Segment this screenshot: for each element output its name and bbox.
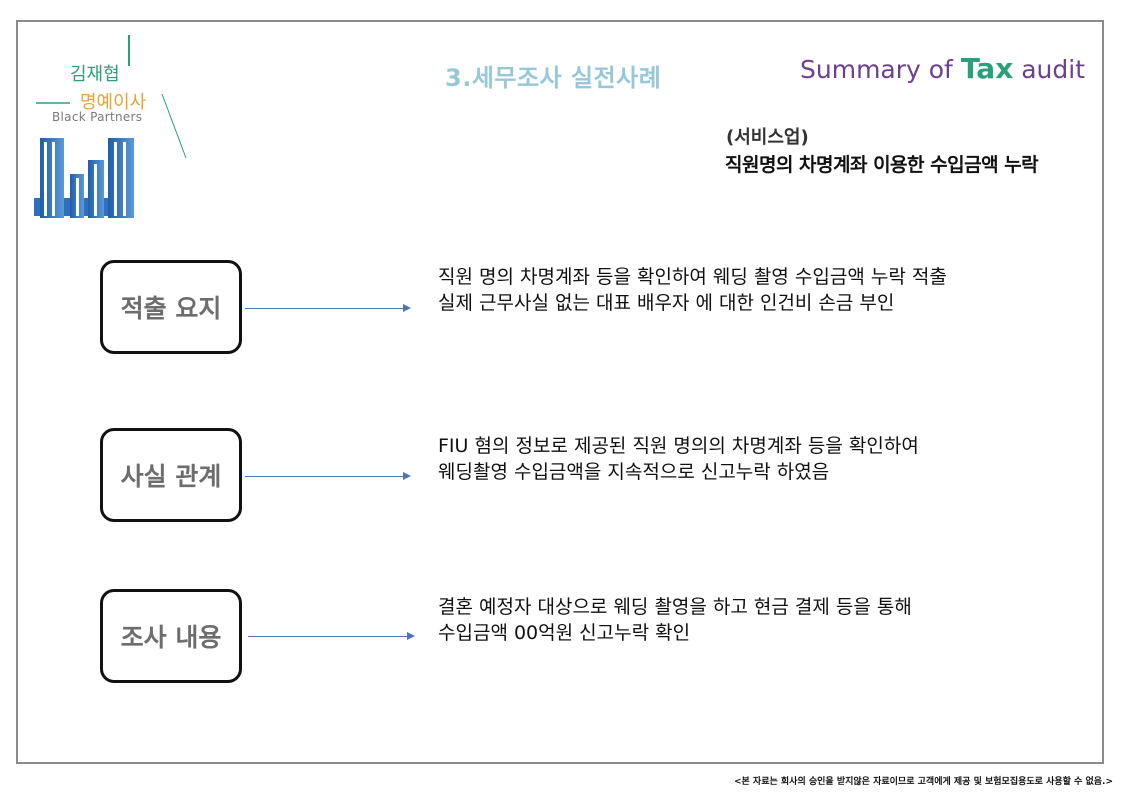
arrow-head-icon — [403, 304, 411, 312]
arrow-right-icon — [245, 476, 403, 477]
logo-company-name: Black Partners — [52, 110, 143, 124]
desc-line: 수입금액 00억원 신고누락 확인 — [438, 622, 691, 644]
building-logo-icon — [34, 35, 187, 218]
desc-findings: 직원 명의 차명계좌 등을 확인하여 웨딩 촬영 수입금액 누락 적출 실제 근… — [438, 264, 947, 316]
label-box-findings: 적출 요지 — [100, 260, 242, 354]
case-category: (서비스업) — [726, 127, 809, 148]
label-box-facts: 사실 관계 — [100, 428, 242, 522]
desc-line: 실제 근무사실 없는 대표 배우자 에 대한 인건비 손금 부인 — [438, 292, 895, 314]
logo-person-name: 김재협 — [70, 64, 120, 85]
arrow-right-icon — [245, 308, 403, 309]
label-box-investigation: 조사 내용 — [100, 589, 242, 683]
company-logo: 김재협 명예이사 Black Partners — [30, 30, 200, 220]
brand-suffix: audit — [1013, 55, 1085, 84]
brand-prefix: Summary of — [800, 55, 961, 84]
desc-line: 웨딩촬영 수입금액을 지속적으로 신고누락 하였음 — [438, 461, 830, 483]
section-title: 3.세무조사 실전사례 — [445, 64, 662, 92]
case-title: 직원명의 차명계좌 이용한 수입금액 누락 — [725, 154, 1039, 176]
footer-disclaimer: <본 자료는 회사의 승인을 받지않은 자료이므로 고객에게 제공 및 보험모집… — [733, 777, 1113, 787]
desc-investigation: 결혼 예정자 대상으로 웨딩 촬영을 하고 현금 결제 등을 통해 수입금액 0… — [438, 594, 912, 646]
desc-line: 직원 명의 차명계좌 등을 확인하여 웨딩 촬영 수입금액 누락 적출 — [438, 266, 947, 288]
desc-line: FIU 혐의 정보로 제공된 직원 명의의 차명계좌 등을 확인하여 — [438, 435, 919, 457]
arrow-right-icon — [248, 636, 407, 637]
brand-title: Summary of Tax audit — [800, 52, 1085, 85]
logo-person-title: 명예이사 — [80, 92, 147, 113]
arrow-head-icon — [407, 632, 415, 640]
brand-highlight: Tax — [960, 52, 1014, 85]
arrow-head-icon — [403, 472, 411, 480]
desc-line: 결혼 예정자 대상으로 웨딩 촬영을 하고 현금 결제 등을 통해 — [438, 596, 912, 618]
desc-facts: FIU 혐의 정보로 제공된 직원 명의의 차명계좌 등을 확인하여 웨딩촬영 … — [438, 433, 919, 485]
